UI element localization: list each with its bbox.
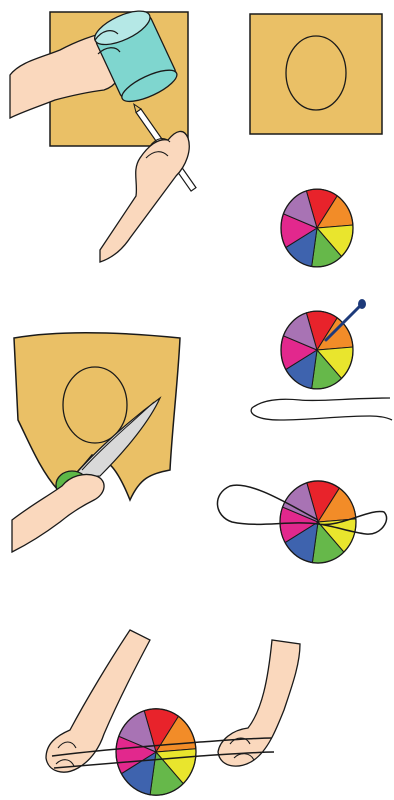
right-arm xyxy=(218,640,300,766)
spin-step xyxy=(46,630,300,795)
loose-string xyxy=(251,398,392,420)
paper-with-circle xyxy=(250,14,382,134)
color-wheel-icon xyxy=(281,189,353,267)
cut-circle-step xyxy=(12,333,180,552)
color-wheel-icon xyxy=(116,709,196,795)
threaded-step xyxy=(217,481,386,563)
trace-circle-step xyxy=(10,4,196,262)
traced-paper-step xyxy=(250,14,382,134)
color-wheel-icon xyxy=(280,481,356,563)
right-hand xyxy=(100,131,189,262)
needle-step xyxy=(251,299,392,420)
